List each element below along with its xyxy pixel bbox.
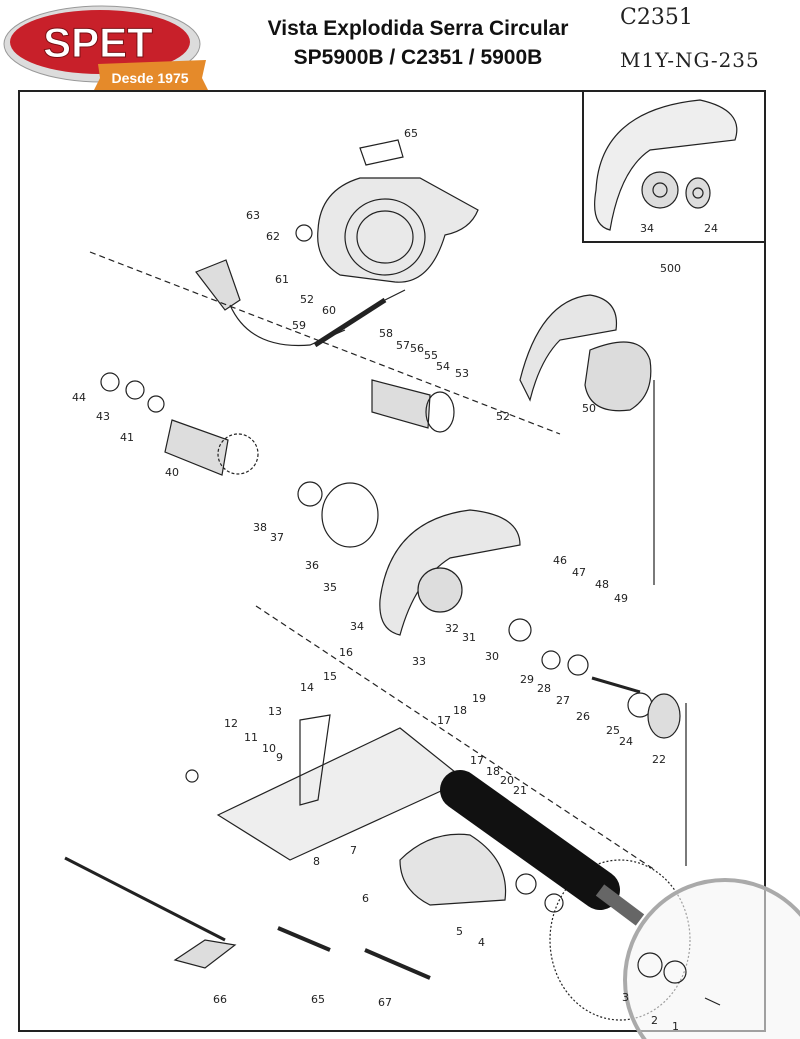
part-label-24: 24 xyxy=(619,735,633,748)
part-label-52: 52 xyxy=(300,293,314,306)
power-cord-drawing xyxy=(195,259,406,348)
part-label-63: 63 xyxy=(246,209,260,222)
part-label-8: 8 xyxy=(313,855,320,868)
armature-drawing xyxy=(100,372,259,476)
part-label-17b: 17 xyxy=(470,754,484,767)
part-label-55: 55 xyxy=(424,349,438,362)
part-label-27: 27 xyxy=(556,694,570,707)
serial-code: M1Y-NG-235 xyxy=(620,48,760,72)
part-label-66: 66 xyxy=(213,993,227,1006)
part-label-43: 43 xyxy=(96,410,110,423)
handle-guard-drawing xyxy=(519,294,652,412)
title-line-1: Vista Explodida Serra Circular xyxy=(267,17,569,40)
model-code: C2351 xyxy=(620,5,693,30)
diagram-frame xyxy=(18,90,766,1032)
part-label-34-inset: 34 xyxy=(640,222,654,235)
part-label-41: 41 xyxy=(120,431,134,444)
base-plate-drawing xyxy=(185,714,467,861)
part-label-21: 21 xyxy=(513,784,527,797)
part-label-35: 35 xyxy=(323,581,337,594)
part-label-38: 38 xyxy=(253,521,267,534)
part-label-40: 40 xyxy=(165,466,179,479)
part-label-30: 30 xyxy=(485,650,499,663)
part-label-58: 58 xyxy=(379,327,393,340)
part-label-64: 65 xyxy=(404,127,418,140)
part-label-54: 54 xyxy=(436,360,450,373)
part-label-5: 5 xyxy=(456,925,463,938)
part-label-28: 28 xyxy=(537,682,551,695)
logo-brand: SPET xyxy=(43,19,153,66)
part-label-31: 31 xyxy=(462,631,476,644)
logo-tagline: Desde 1975 xyxy=(111,70,188,86)
part-label-15: 15 xyxy=(323,670,337,683)
part-label-6: 6 xyxy=(362,892,369,905)
magnifier-glass-drawing xyxy=(440,770,800,1039)
part-label-12: 12 xyxy=(224,717,238,730)
part-label-14: 14 xyxy=(300,681,314,694)
part-label-46: 46 xyxy=(553,554,567,567)
side-handle-drawing xyxy=(371,379,455,433)
part-label-26: 26 xyxy=(576,710,590,723)
part-label-25: 25 xyxy=(606,724,620,737)
part-label-500: 500 xyxy=(660,262,681,275)
part-label-22: 22 xyxy=(652,753,666,766)
part-label-34: 34 xyxy=(350,620,364,633)
part-label-53: 53 xyxy=(455,367,469,380)
part-label-2: 2 xyxy=(651,1014,658,1027)
spet-logo: SPET Desde 1975 xyxy=(3,5,208,90)
part-label-24-inset: 24 xyxy=(704,222,718,235)
part-label-3: 3 xyxy=(622,991,629,1004)
part-label-36: 36 xyxy=(305,559,319,572)
part-label-4: 4 xyxy=(478,936,485,949)
inset-guard-drawing xyxy=(594,99,738,231)
part-label-49: 49 xyxy=(614,592,628,605)
motor-housing-drawing xyxy=(295,177,479,283)
part-label-44: 44 xyxy=(72,391,86,404)
part-label-61: 61 xyxy=(275,273,289,286)
part-label-67: 67 xyxy=(378,996,392,1009)
part-label-50: 50 xyxy=(582,402,596,415)
part-label-13: 13 xyxy=(268,705,282,718)
blade-guard-drawing xyxy=(379,509,521,636)
part-label-1: 1 xyxy=(672,1020,679,1033)
part-label-59: 59 xyxy=(292,319,306,332)
part-label-37: 37 xyxy=(270,531,284,544)
part-label-29: 29 xyxy=(520,673,534,686)
part-label-16: 16 xyxy=(339,646,353,659)
part-label-32: 32 xyxy=(445,622,459,635)
part-label-10: 10 xyxy=(262,742,276,755)
part-label-9: 9 xyxy=(276,751,283,764)
part-label-18b: 18 xyxy=(486,765,500,778)
title-line-2: SP5900B / C2351 / 5900B xyxy=(293,46,543,69)
part-label-33: 33 xyxy=(412,655,426,668)
part-label-60: 60 xyxy=(322,304,336,317)
part-number-labels: 65 63 62 61 52 60 59 58 57 56 55 54 53 5… xyxy=(72,127,718,1033)
part-label-62: 62 xyxy=(266,230,280,243)
part-label-47: 47 xyxy=(572,566,586,579)
part-label-18: 18 xyxy=(453,704,467,717)
part-label-57: 57 xyxy=(396,339,410,352)
part-label-11: 11 xyxy=(244,731,258,744)
part-label-52b: 52 xyxy=(496,410,510,423)
part-label-19: 19 xyxy=(472,692,486,705)
part-label-7: 7 xyxy=(350,844,357,857)
part-label-17: 17 xyxy=(437,714,451,727)
part-label-56: 56 xyxy=(410,342,424,355)
part-label-20: 20 xyxy=(500,774,514,787)
part-label-65: 65 xyxy=(311,993,325,1006)
part-label-48: 48 xyxy=(595,578,609,591)
page-title: Vista Explodida Serra Circular SP5900B /… xyxy=(222,14,614,72)
